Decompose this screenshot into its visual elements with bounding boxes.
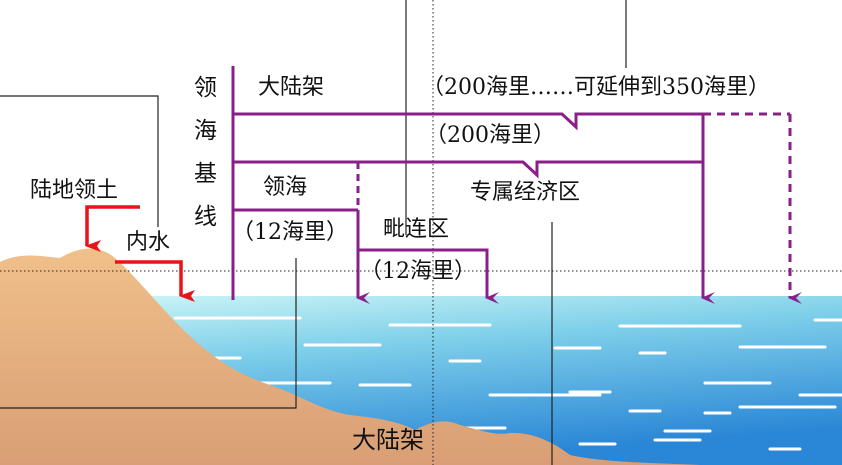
- baseline-char-3: 基: [194, 161, 217, 187]
- territorial-sea-label: 领海: [263, 175, 308, 200]
- land-territory-arrow: [85, 205, 140, 252]
- baseline-char-2: 海: [194, 118, 217, 144]
- leader-lines: [0, 0, 627, 465]
- contiguous-zone-bracket: [358, 248, 499, 304]
- territorial-sea-range-label: （12海里）: [232, 220, 348, 245]
- continental-shelf-bracket: [233, 112, 802, 304]
- eez-label: 专属经济区: [470, 180, 581, 205]
- internal-waters-arrow: [115, 260, 195, 302]
- baseline-char-4: 线: [194, 204, 217, 230]
- land-territory-leader: [0, 95, 159, 227]
- internal-waters-label: 内水: [126, 230, 171, 255]
- continental-shelf-label: 大陆架: [258, 75, 325, 100]
- contiguous-zone-range-label: （12海里）: [360, 259, 476, 284]
- continental-shelf-seabed-label: 大陆架: [352, 426, 424, 454]
- continental-shelf-range-label: （200海里……可延伸到350海里）: [422, 75, 770, 100]
- land-profile: [0, 248, 700, 465]
- eez-range-label: （200海里）: [425, 123, 555, 148]
- contiguous-zone-label: 毗连区: [383, 217, 450, 242]
- red-pointer-arrows: [85, 205, 195, 302]
- territorial-leader: [0, 258, 297, 409]
- baseline-char-1: 领: [194, 75, 217, 101]
- land-territory-label: 陆地领土: [30, 178, 119, 203]
- eez-bracket: [233, 160, 703, 179]
- territorial-sea-bracket: [233, 162, 370, 304]
